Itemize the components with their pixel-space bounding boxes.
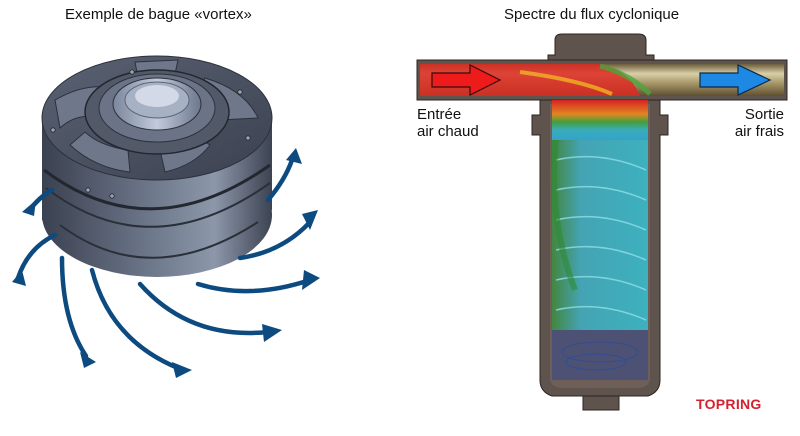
- outlet-label: Sortie air frais: [720, 106, 784, 140]
- inlet-arrow-icon: [431, 64, 502, 96]
- outlet-label-line2: air frais: [734, 123, 784, 140]
- inlet-label: Entrée air chaud: [417, 106, 479, 140]
- brand-logo: TOPRING: [696, 396, 762, 412]
- outlet-arrow-icon: [699, 64, 772, 96]
- airflow-arrowheads: [12, 148, 320, 378]
- vortex-ring-title: Exemple de bague «vortex»: [65, 6, 252, 23]
- inlet-label-line2: air chaud: [417, 123, 479, 140]
- vortex-ring: [41, 55, 273, 277]
- outlet-label-line1: Sortie: [744, 106, 784, 123]
- cyclonic-flow-title: Spectre du flux cyclonique: [504, 6, 680, 23]
- inlet-label-line1: Entrée: [417, 106, 462, 123]
